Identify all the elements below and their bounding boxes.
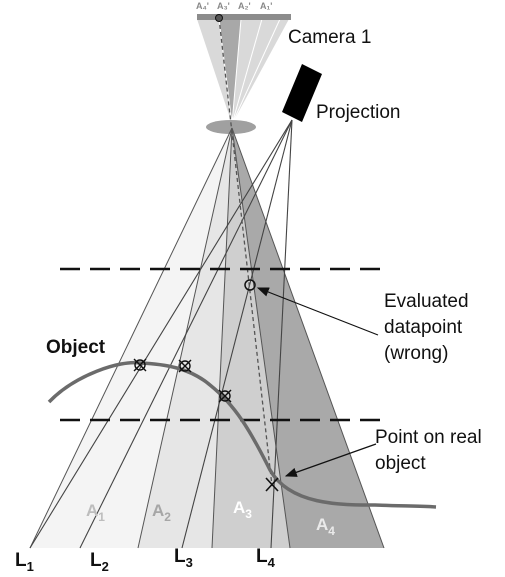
- camera-ray-a1: [231, 18, 281, 125]
- intersection-marker-1: [133, 358, 147, 372]
- projection-ray-l3: [181, 119, 293, 549]
- camera-ray-a3: [231, 18, 242, 125]
- projection-label: Projection: [316, 102, 401, 123]
- intersection-marker-3: [218, 389, 232, 403]
- intersection-marker-2: [178, 359, 192, 373]
- object-label: Object: [46, 337, 106, 358]
- camera-cone: [197, 19, 289, 124]
- lens-ray-3: [211, 127, 233, 549]
- region-label-a2: A2: [152, 501, 171, 524]
- lens-ray-l1: [29, 127, 233, 549]
- sensor-label-a3: A₃': [217, 1, 230, 11]
- evaluated-label-line1: Evaluated: [384, 291, 469, 312]
- dashed-camera-ray: [218, 17, 273, 487]
- region-label-a4: A4: [316, 515, 335, 538]
- line-label-l4: L4: [256, 546, 276, 570]
- line-label-l2: L2: [90, 550, 109, 574]
- line-label-l3: L3: [174, 546, 193, 570]
- evaluated-arrow: [256, 287, 379, 336]
- line-label-l1: L1: [15, 550, 34, 574]
- projector-icon: [282, 64, 322, 122]
- camera-ray-a4: [218, 18, 233, 125]
- point-label-line2: object: [375, 453, 426, 474]
- point-label-line1: Point on real: [375, 427, 482, 448]
- sensor-dot: [215, 14, 223, 22]
- projection-ray-l2: [79, 119, 293, 549]
- real-point-marker: [265, 477, 279, 492]
- object-curve: [47, 360, 437, 509]
- sensor-label-a2: A₂': [238, 1, 251, 11]
- evaluated-datapoint-marker: [244, 279, 256, 291]
- lens-ray-4: [231, 127, 291, 549]
- region-label-a1: A1: [86, 501, 105, 524]
- camera-sensor: [197, 14, 291, 20]
- lens-ray-2: [137, 127, 233, 549]
- region-label-a3: A3: [233, 498, 252, 521]
- camera-cone-center: [219, 19, 241, 124]
- lens-ray-5: [231, 127, 385, 549]
- sensor-label-a1: A₁': [260, 1, 272, 11]
- real-point-arrow: [284, 443, 377, 477]
- region-a3: [212, 128, 290, 548]
- evaluated-label-line3: (wrong): [384, 343, 448, 364]
- projection-ray-l1: [29, 119, 293, 549]
- evaluated-label-line2: datapoint: [384, 317, 463, 338]
- camera-label: Camera 1: [288, 27, 371, 48]
- camera-ray-a2: [231, 18, 263, 125]
- sensor-label-a4: A₄': [196, 1, 209, 11]
- camera-lens: [206, 120, 256, 134]
